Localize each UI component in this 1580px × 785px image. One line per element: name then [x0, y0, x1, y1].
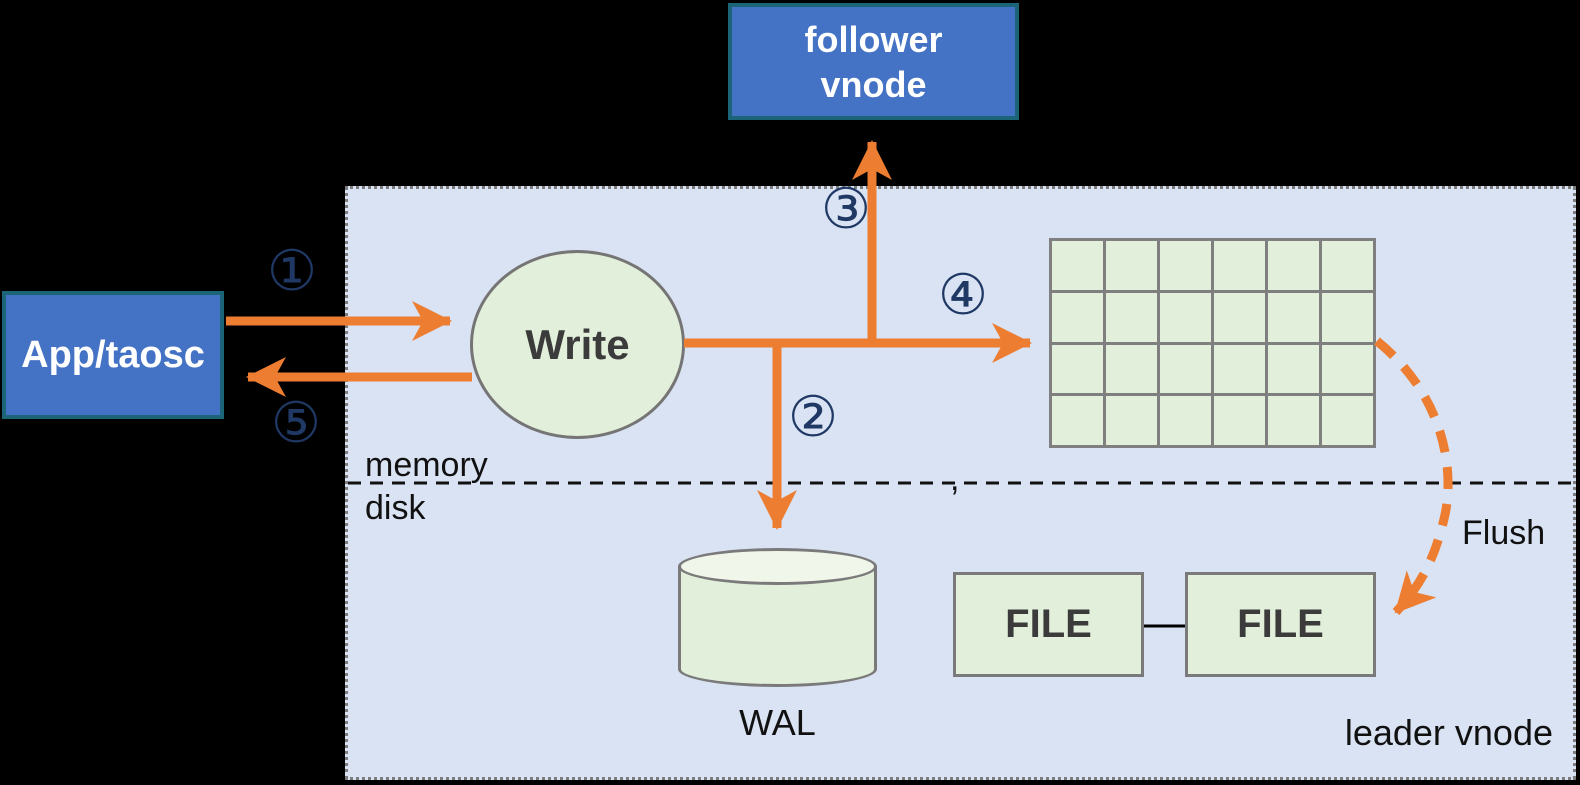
- mem-table-cell: [1106, 292, 1157, 342]
- mem-table-cell: [1214, 241, 1265, 290]
- file-left-label: FILE: [1005, 602, 1092, 646]
- mem-table-cell: [1106, 396, 1157, 445]
- mem-table-cell: [1268, 344, 1319, 394]
- mem-table-cell: [1268, 241, 1319, 290]
- memory-label: memory: [365, 446, 488, 484]
- mem-table-cell: [1106, 241, 1157, 290]
- comma-artifact: ,: [950, 460, 960, 498]
- mem-table-cell: [1322, 292, 1373, 342]
- mem-table-grid: [1049, 238, 1376, 448]
- app-taosc-label: App/taosc: [21, 333, 205, 376]
- mem-table-cell: [1160, 344, 1211, 394]
- file-right-label: FILE: [1237, 602, 1324, 646]
- disk-label: disk: [365, 489, 426, 527]
- mem-table-cell: [1322, 344, 1373, 394]
- flush-label: Flush: [1462, 514, 1546, 552]
- wal-cylinder-top-icon: [678, 548, 877, 585]
- mem-table-cell: [1214, 344, 1265, 394]
- step-5-badge: ⑤: [270, 391, 322, 456]
- mem-table-cell: [1214, 292, 1265, 342]
- mem-table-cell: [1268, 396, 1319, 445]
- leader-vnode-label: leader vnode: [1344, 712, 1553, 753]
- node-file-left: FILE: [953, 572, 1144, 677]
- node-write: Write: [470, 250, 685, 439]
- mem-table-cell: [1160, 396, 1211, 445]
- follower-vnode-label: follower vnode: [804, 18, 943, 105]
- mem-table-cell: [1322, 241, 1373, 290]
- wal-cylinder-body: [678, 566, 877, 687]
- mem-table-cell: [1052, 344, 1103, 394]
- mem-table-cell: [1052, 292, 1103, 342]
- mem-table-cell: [1052, 241, 1103, 290]
- mem-table-cell: [1052, 396, 1103, 445]
- mem-table-cell: [1322, 396, 1373, 445]
- mem-table-cell: [1160, 292, 1211, 342]
- node-app-taosc: App/taosc: [2, 291, 224, 419]
- write-label: Write: [525, 320, 630, 368]
- mem-table-cell: [1160, 241, 1211, 290]
- step-4-badge: ④: [937, 263, 989, 328]
- mem-table-cell: [1106, 344, 1157, 394]
- mem-table-cell: [1268, 292, 1319, 342]
- step-1-badge: ①: [266, 239, 318, 304]
- node-file-right: FILE: [1185, 572, 1376, 677]
- step-3-badge: ③: [820, 177, 872, 242]
- node-follower-vnode: follower vnode: [728, 3, 1019, 120]
- wal-label: WAL: [739, 702, 816, 743]
- step-2-badge: ②: [787, 385, 839, 450]
- mem-table-cell: [1214, 396, 1265, 445]
